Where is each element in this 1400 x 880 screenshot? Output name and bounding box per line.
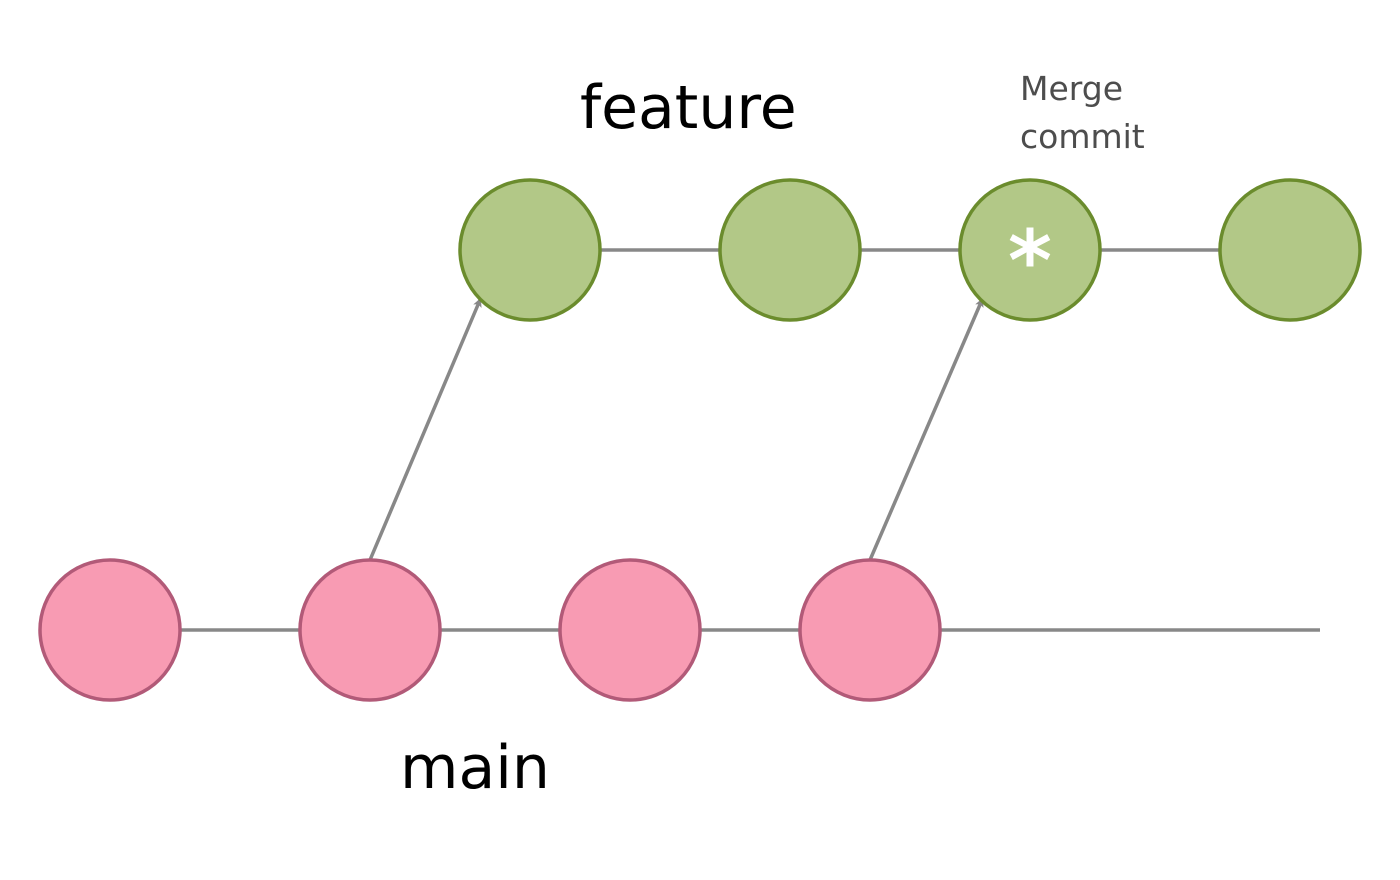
- merge-commit-node: [958, 178, 1102, 322]
- main-commit-2: [298, 558, 442, 702]
- main-branch-label: main: [400, 733, 550, 803]
- feature-commit-1: [458, 178, 602, 322]
- feature-commit-4: [1218, 178, 1362, 322]
- main-commit-1: [38, 558, 182, 702]
- merge-asterisk-icon: *: [1008, 212, 1052, 310]
- main-commits: [38, 558, 942, 702]
- merge-commit-label-line2: commit: [1020, 117, 1145, 156]
- branch-off-arrow: [368, 297, 482, 561]
- merge-commit-label-line1: Merge: [1020, 69, 1123, 108]
- feature-commits: [458, 178, 1362, 322]
- feature-branch-label: feature: [580, 73, 797, 143]
- main-commit-3: [558, 558, 702, 702]
- merge-arrow: [868, 297, 984, 561]
- feature-commit-2: [718, 178, 862, 322]
- main-commit-4: [798, 558, 942, 702]
